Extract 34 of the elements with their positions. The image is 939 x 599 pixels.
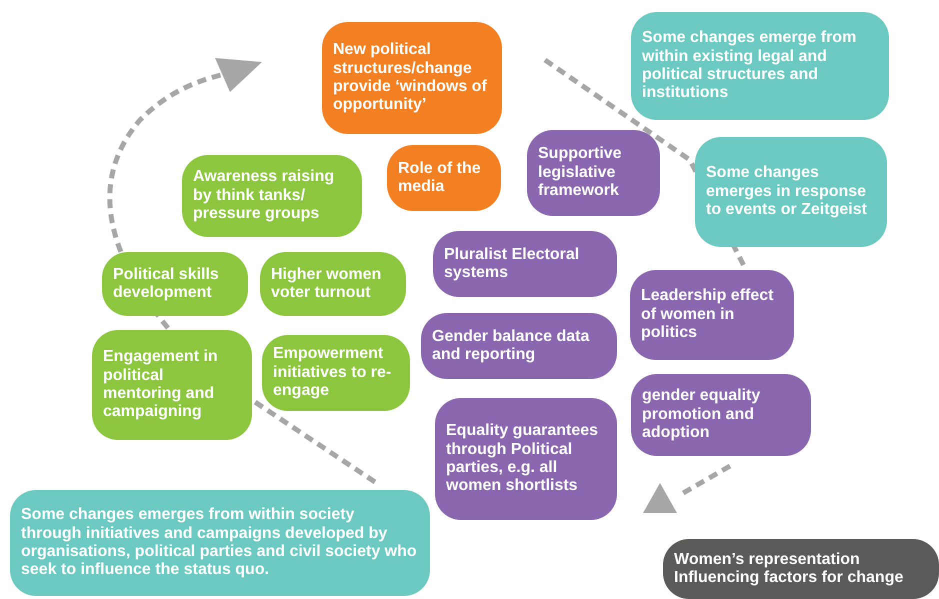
context-box <box>10 490 430 596</box>
box-text: Political skills development <box>113 266 220 302</box>
factor-box <box>387 145 501 211</box>
factor-box <box>630 270 794 360</box>
box-text: Pluralist Electoral systems <box>444 246 580 282</box>
factor-box <box>421 313 617 379</box>
factor-box <box>102 252 248 316</box>
factor-box <box>92 330 252 440</box>
box-text: Empowerment initiatives to re-engage <box>273 345 392 401</box>
box-text: Women’s representation Influencing factors for change <box>674 550 904 588</box>
box-text: New political structures/change provide ‘windows of opportunity’ <box>333 41 488 115</box>
box-text: gender equality promotion and adoption <box>642 387 762 443</box>
box-text: Supportive legislative framework <box>538 145 623 201</box>
context-box <box>695 137 887 247</box>
box-text: Role of the media <box>398 160 482 196</box>
box-text: Gender balance data and reporting <box>432 328 590 364</box>
box-text: Some changes emerges from within society through initiatives and campaigns developed by organisations, political parties and civil society who seek to influence the status quo. <box>21 506 418 580</box>
factor-box <box>527 130 660 216</box>
factor-box <box>435 398 617 520</box>
box-text: Higher women voter turnout <box>271 266 382 302</box>
factor-box <box>260 252 406 316</box>
factor-box <box>182 155 362 237</box>
title-box <box>663 539 939 599</box>
box-text: Some changes emerge from within existing legal and political structures and institutions <box>642 29 858 103</box>
box-text: Engagement in political mentoring and campaigning <box>103 348 219 422</box>
factor-box <box>322 22 502 134</box>
factor-box <box>631 374 811 456</box>
box-text: Leadership effect of women in politics <box>641 287 774 343</box>
box-text: Awareness raising by think tanks/ pressure groups <box>193 168 336 224</box>
box-text: Some changes emerges in response to events or Zeitgeist <box>706 164 868 220</box>
context-box <box>631 12 889 120</box>
factor-box <box>262 335 410 411</box>
factor-box <box>433 231 617 297</box>
box-text: Equality guarantees through Political parties, e.g. all women shortlists <box>446 422 600 496</box>
